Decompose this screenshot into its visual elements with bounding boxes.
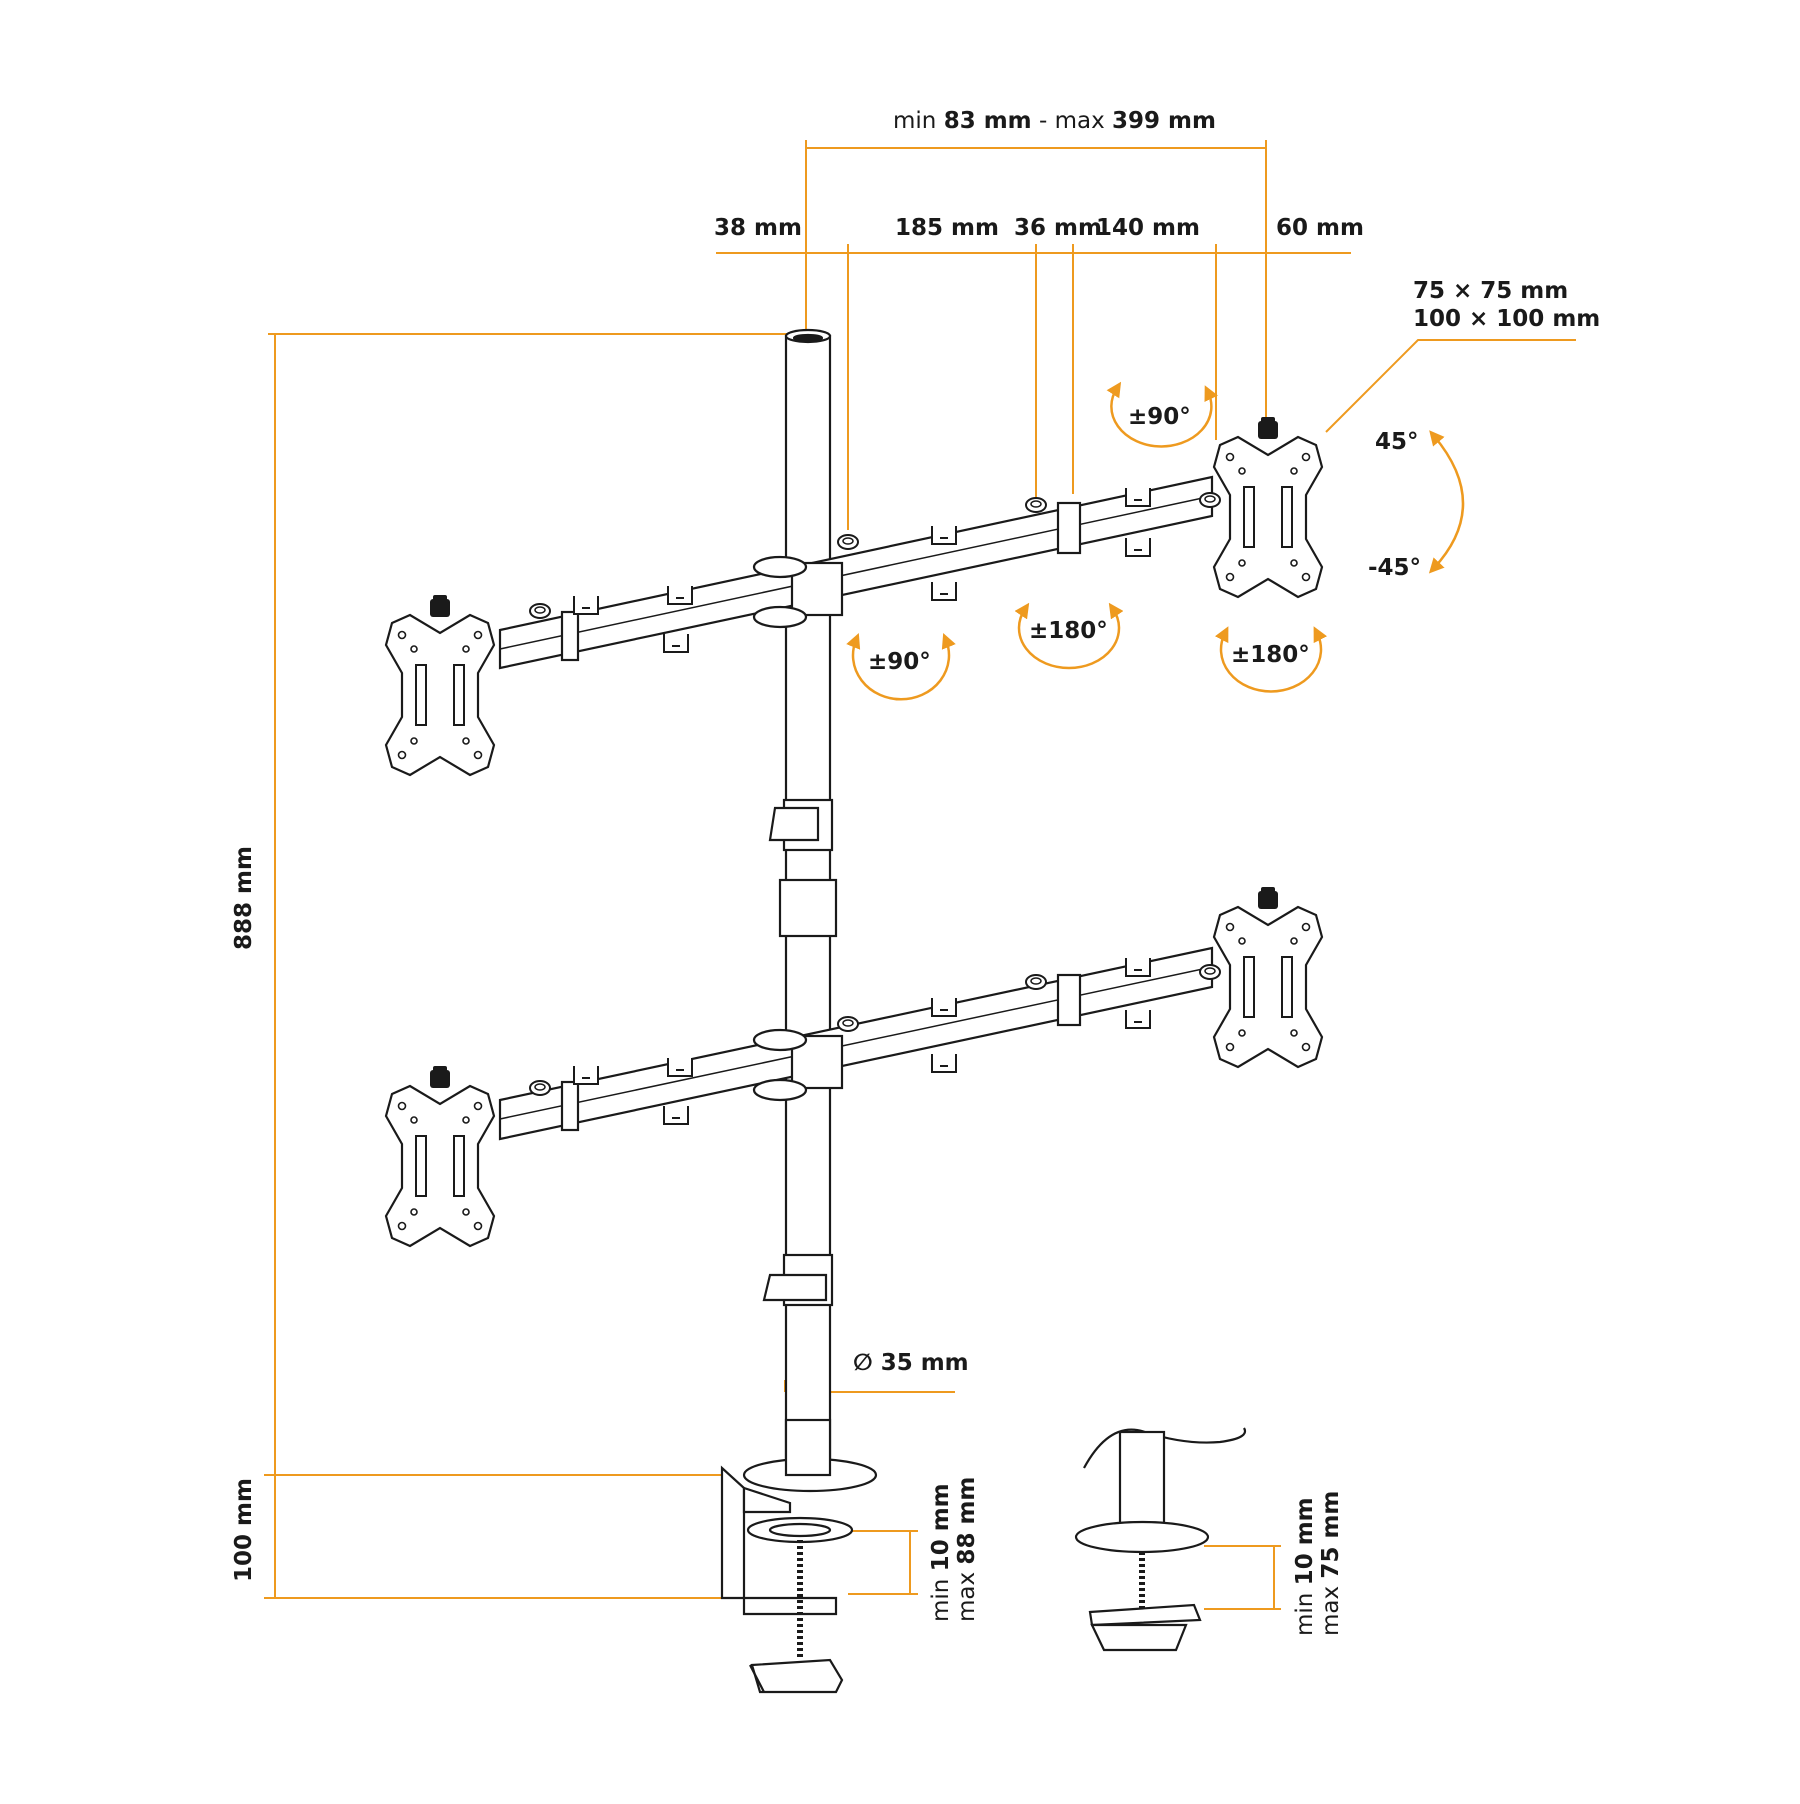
clamp-min-label: min 10 mm xyxy=(928,1483,954,1622)
rot-right-label: ±180° xyxy=(1231,642,1310,668)
seg-36-label: 36 mm xyxy=(1014,215,1102,241)
tilt-down-label: -45° xyxy=(1368,555,1422,581)
tilt-arrow xyxy=(1428,430,1465,574)
rotation-arrows xyxy=(846,381,1465,701)
rot-mid-label: ±180° xyxy=(1029,618,1108,644)
seg-38-label: 38 mm xyxy=(714,215,802,241)
rot-top-arrow xyxy=(1106,381,1219,448)
clamp-max-label: max 88 mm xyxy=(954,1476,980,1622)
upper-arm xyxy=(498,475,1222,670)
vesa-100-label: 100 × 100 mm xyxy=(1413,306,1601,332)
rot-mid-arrow xyxy=(1014,602,1124,670)
grommet-max-label: max 75 mm xyxy=(1318,1490,1344,1636)
pole xyxy=(762,328,838,1478)
upper-left-plate xyxy=(384,593,496,777)
clamp-height-label: 100 mm xyxy=(231,1478,257,1582)
height-label: 888 mm xyxy=(231,846,257,950)
tilt-up-label: 45° xyxy=(1375,429,1419,455)
vesa-75-label: 75 × 75 mm xyxy=(1413,278,1569,304)
seg-140-label: 140 mm xyxy=(1096,215,1200,241)
rot-top-label: ±90° xyxy=(1128,404,1191,430)
dimension-lines xyxy=(264,140,1576,1610)
lower-arm xyxy=(498,946,1222,1141)
rot-arm-label: ±90° xyxy=(868,649,931,675)
grommet-detail xyxy=(1074,1427,1247,1652)
pole-diameter-label: ∅ 35 mm xyxy=(853,1350,969,1376)
rot-arm-arrow xyxy=(846,633,956,701)
rot-right-arrow xyxy=(1214,626,1328,693)
grommet-min-label: min 10 mm xyxy=(1292,1497,1318,1636)
seg-185-label: 185 mm xyxy=(895,215,999,241)
seg-60-label: 60 mm xyxy=(1276,215,1364,241)
lower-right-plate xyxy=(1212,885,1324,1069)
span-label: min 83 mm - max 399 mm xyxy=(893,108,1216,134)
desk-clamp xyxy=(720,1418,878,1694)
lower-left-plate xyxy=(384,1064,496,1248)
upper-right-plate xyxy=(1212,415,1324,599)
